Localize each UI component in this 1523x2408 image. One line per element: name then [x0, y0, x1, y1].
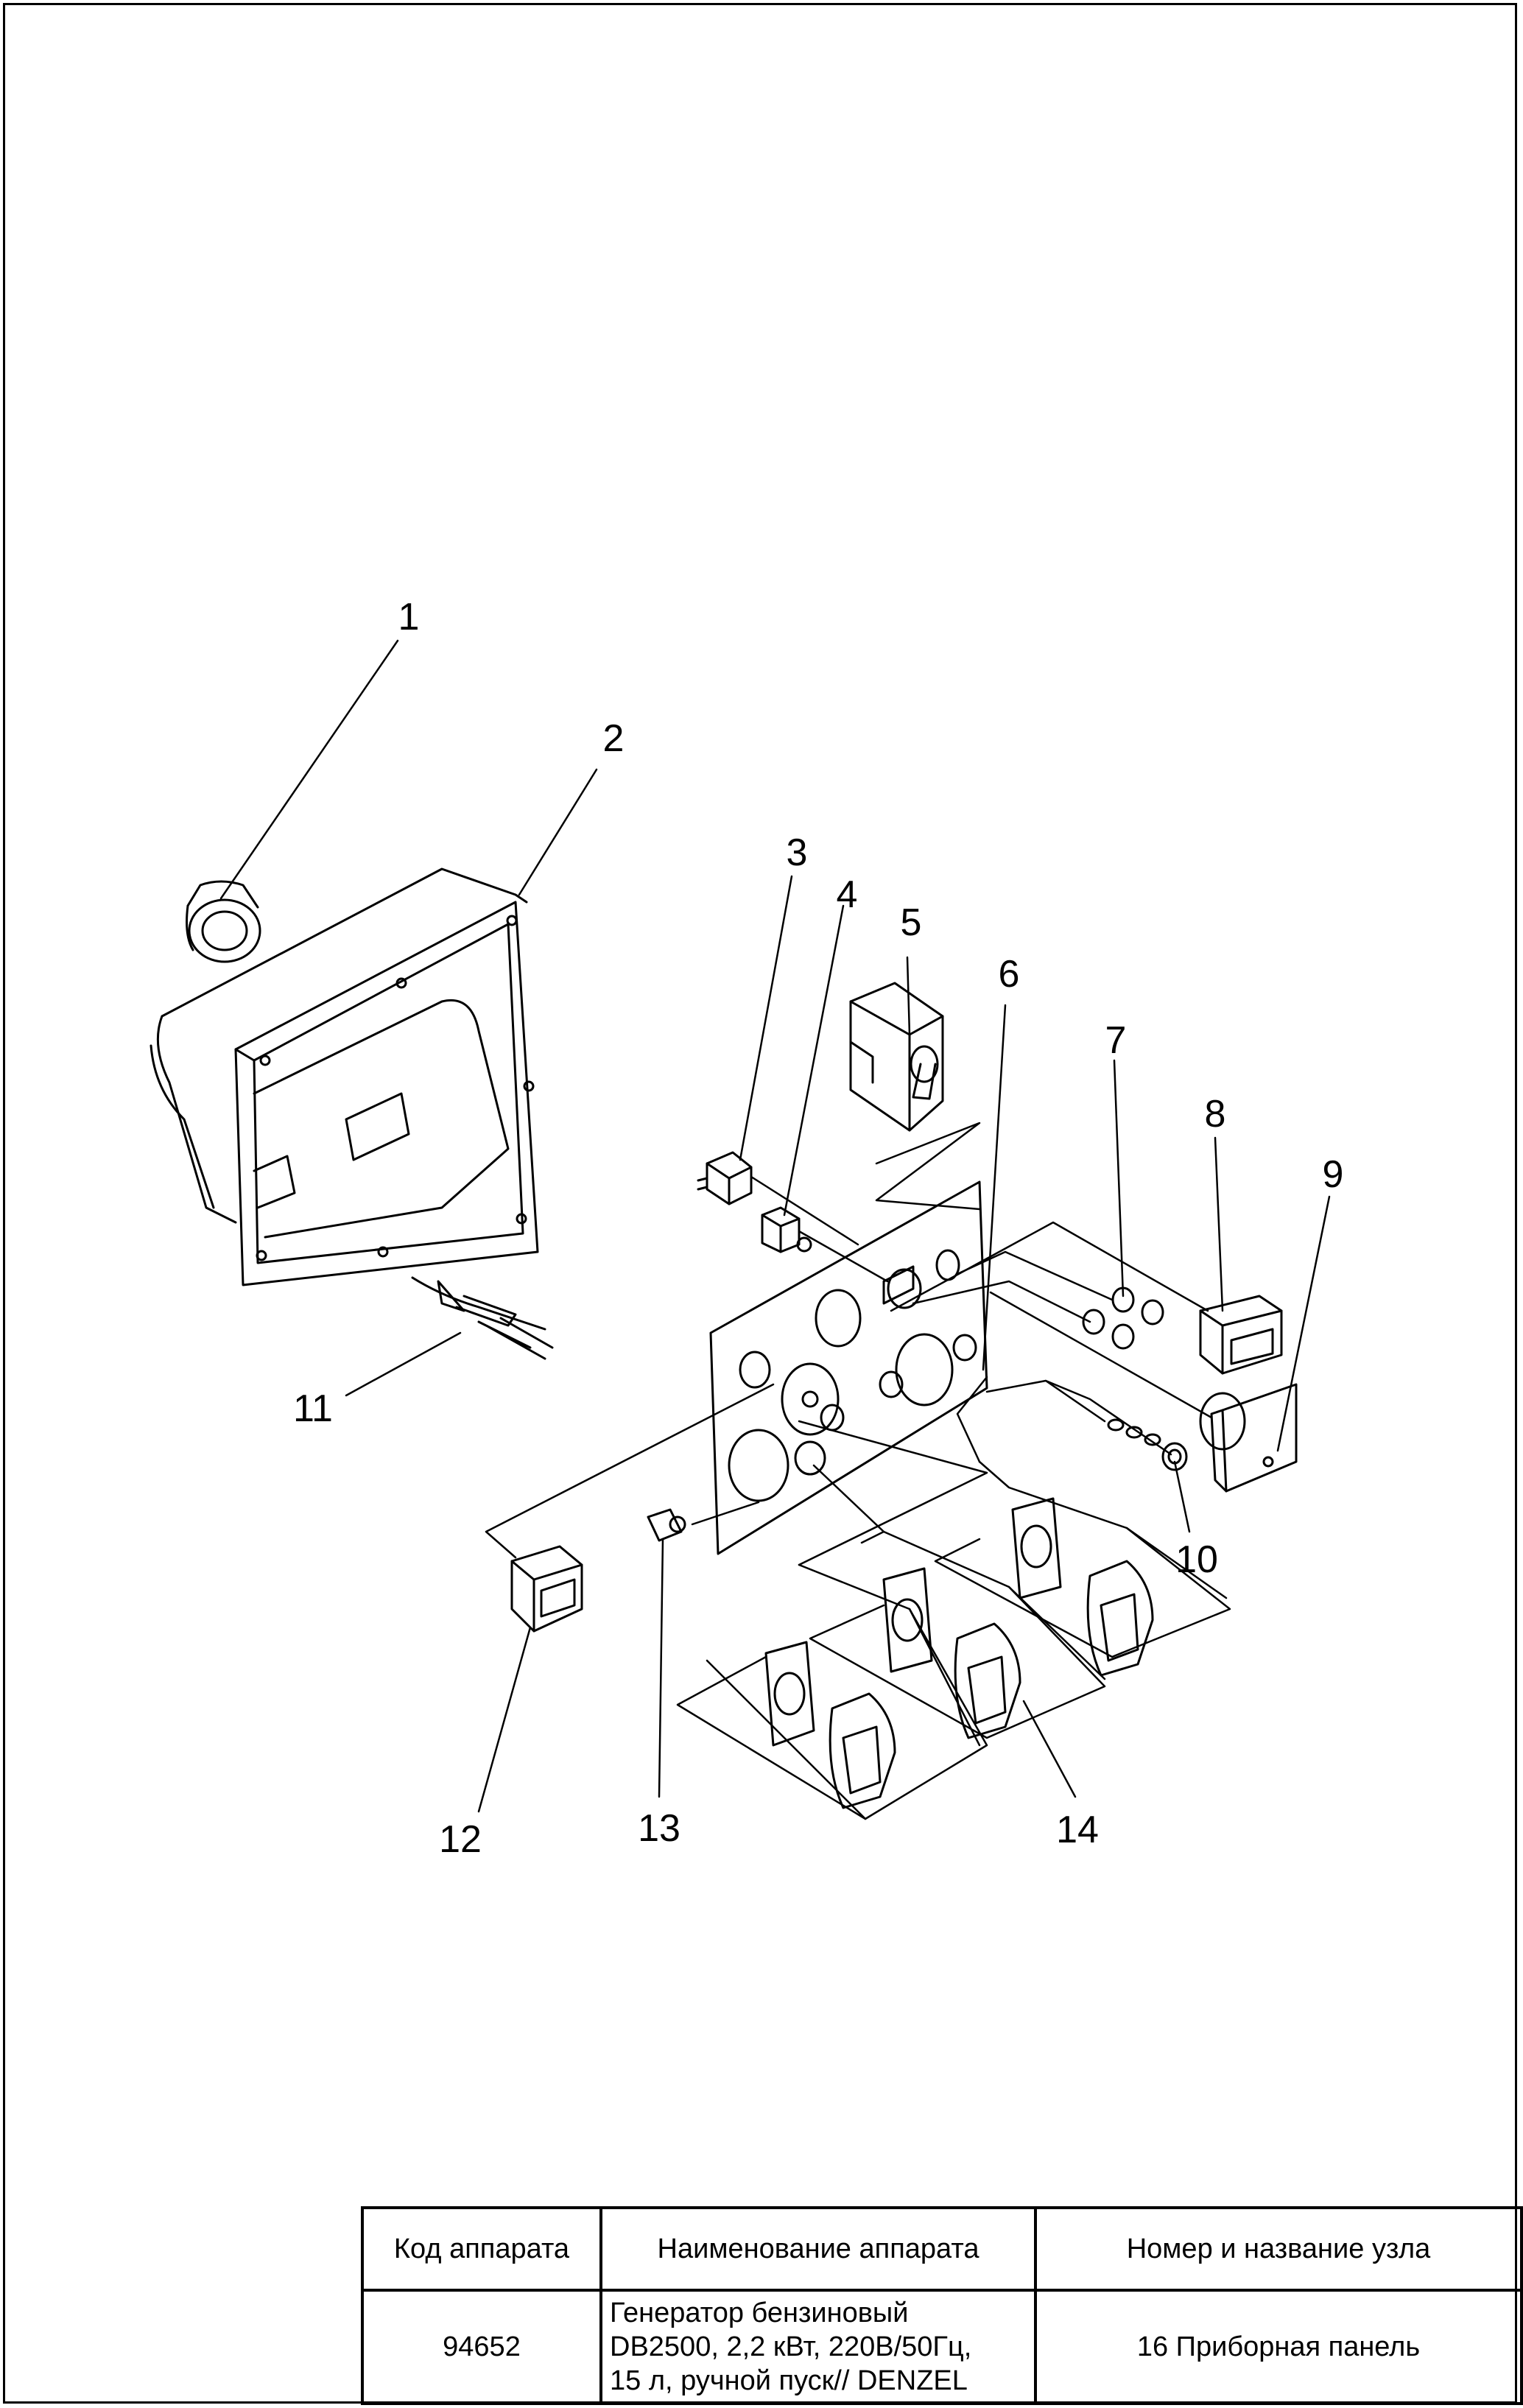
callout-7: 7	[1105, 1019, 1127, 1062]
assembly-guide-lines	[485, 1122, 1231, 1820]
part-2-panel-housing	[150, 867, 539, 1286]
device-code-value: 94652	[361, 2289, 602, 2405]
device-name-value: Генератор бензиновый DB2500, 2,2 кВт, 22…	[599, 2289, 1037, 2405]
part-12-rocker-switch	[510, 1545, 583, 1633]
callout-11: 11	[293, 1387, 333, 1430]
title-block-table: Код аппарата Наименование аппарата Номер…	[361, 2206, 1523, 2405]
callout-12: 12	[439, 1818, 482, 1861]
part-9-voltmeter	[1199, 1383, 1298, 1493]
part-14-socket-group-middle	[882, 1567, 1021, 1739]
part-14-socket-group-left	[764, 1641, 896, 1809]
callout-6: 6	[999, 953, 1020, 996]
part-7-indicator-lamps	[1082, 1286, 1164, 1350]
part-13-fuse	[647, 1508, 686, 1542]
part-6-front-plate	[709, 1180, 988, 1555]
callout-10: 10	[1175, 1538, 1218, 1581]
title-block-header-row: Код аппарата Наименование аппарата Номер…	[361, 2206, 1523, 2292]
callout-3: 3	[787, 831, 808, 874]
callout-13: 13	[638, 1807, 680, 1850]
callout-8: 8	[1205, 1093, 1226, 1136]
device-name-line-3: 15 л, ручной пуск// DENZEL	[610, 2365, 968, 2396]
part-8-hour-meter	[1199, 1295, 1283, 1375]
callout-5: 5	[901, 901, 922, 944]
part-5-switch-box	[849, 982, 944, 1132]
header-assembly: Номер и название узла	[1034, 2206, 1523, 2292]
device-name-line-2: DB2500, 2,2 кВт, 220В/50Гц,	[610, 2331, 972, 2362]
callout-labels: 1 2 3 4 5 6 7 8 9 10 11 12 13 14	[293, 596, 1343, 1861]
callout-14: 14	[1056, 1809, 1099, 1851]
header-device-code: Код аппарата	[361, 2206, 602, 2292]
callout-1: 1	[398, 596, 420, 638]
part-14-socket-group-right	[1011, 1497, 1154, 1677]
callout-2: 2	[603, 717, 625, 760]
assembly-value: 16 Приборная панель	[1034, 2289, 1523, 2405]
callout-9: 9	[1323, 1153, 1344, 1196]
part-4-breaker	[761, 1206, 812, 1253]
part-1-grommet	[186, 880, 261, 963]
part-11-wiring-harness	[411, 1276, 554, 1360]
exploded-parts-diagram: 1 2 3 4 5 6 7 8 9 10 11 12 13 14	[150, 596, 1343, 1861]
device-name-line-1: Генератор бензиновый	[610, 2298, 909, 2328]
leader-lines	[219, 639, 1331, 1813]
callout-4: 4	[837, 873, 858, 916]
title-block-value-row: 94652 Генератор бензиновый DB2500, 2,2 к…	[361, 2289, 1523, 2405]
header-device-name: Наименование аппарата	[599, 2206, 1037, 2292]
part-3-relay	[697, 1151, 753, 1205]
